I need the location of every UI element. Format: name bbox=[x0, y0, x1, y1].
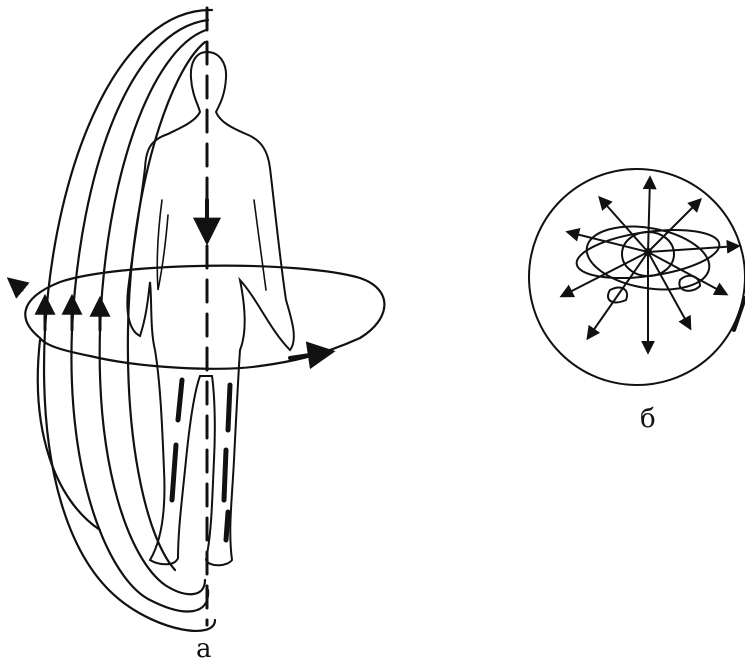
leg-arrow-3 bbox=[228, 385, 230, 430]
field-loop-4 bbox=[128, 42, 205, 570]
leg-arrow-4 bbox=[224, 450, 226, 500]
human-silhouette bbox=[127, 52, 294, 565]
radial-arrow-down-left-2 bbox=[588, 252, 648, 338]
panel-a bbox=[10, 8, 384, 631]
sphere-edge-arrow bbox=[734, 298, 745, 330]
radial-arrow-up-right bbox=[648, 200, 700, 252]
leg-arrow-2 bbox=[172, 445, 176, 500]
radial-arrows bbox=[562, 178, 738, 352]
panel-b-label: б bbox=[640, 404, 656, 434]
ring-arrow-left bbox=[10, 280, 22, 290]
arm-inner-left bbox=[157, 200, 168, 290]
arm-inner-right bbox=[254, 200, 266, 290]
leg-arrow-1 bbox=[178, 380, 182, 420]
panel-a-label: а bbox=[196, 634, 212, 664]
radial-arrow-up bbox=[648, 178, 650, 252]
radial-arrow-right bbox=[648, 246, 738, 252]
panel-b bbox=[529, 169, 745, 385]
leg-arrow-5 bbox=[226, 512, 228, 540]
